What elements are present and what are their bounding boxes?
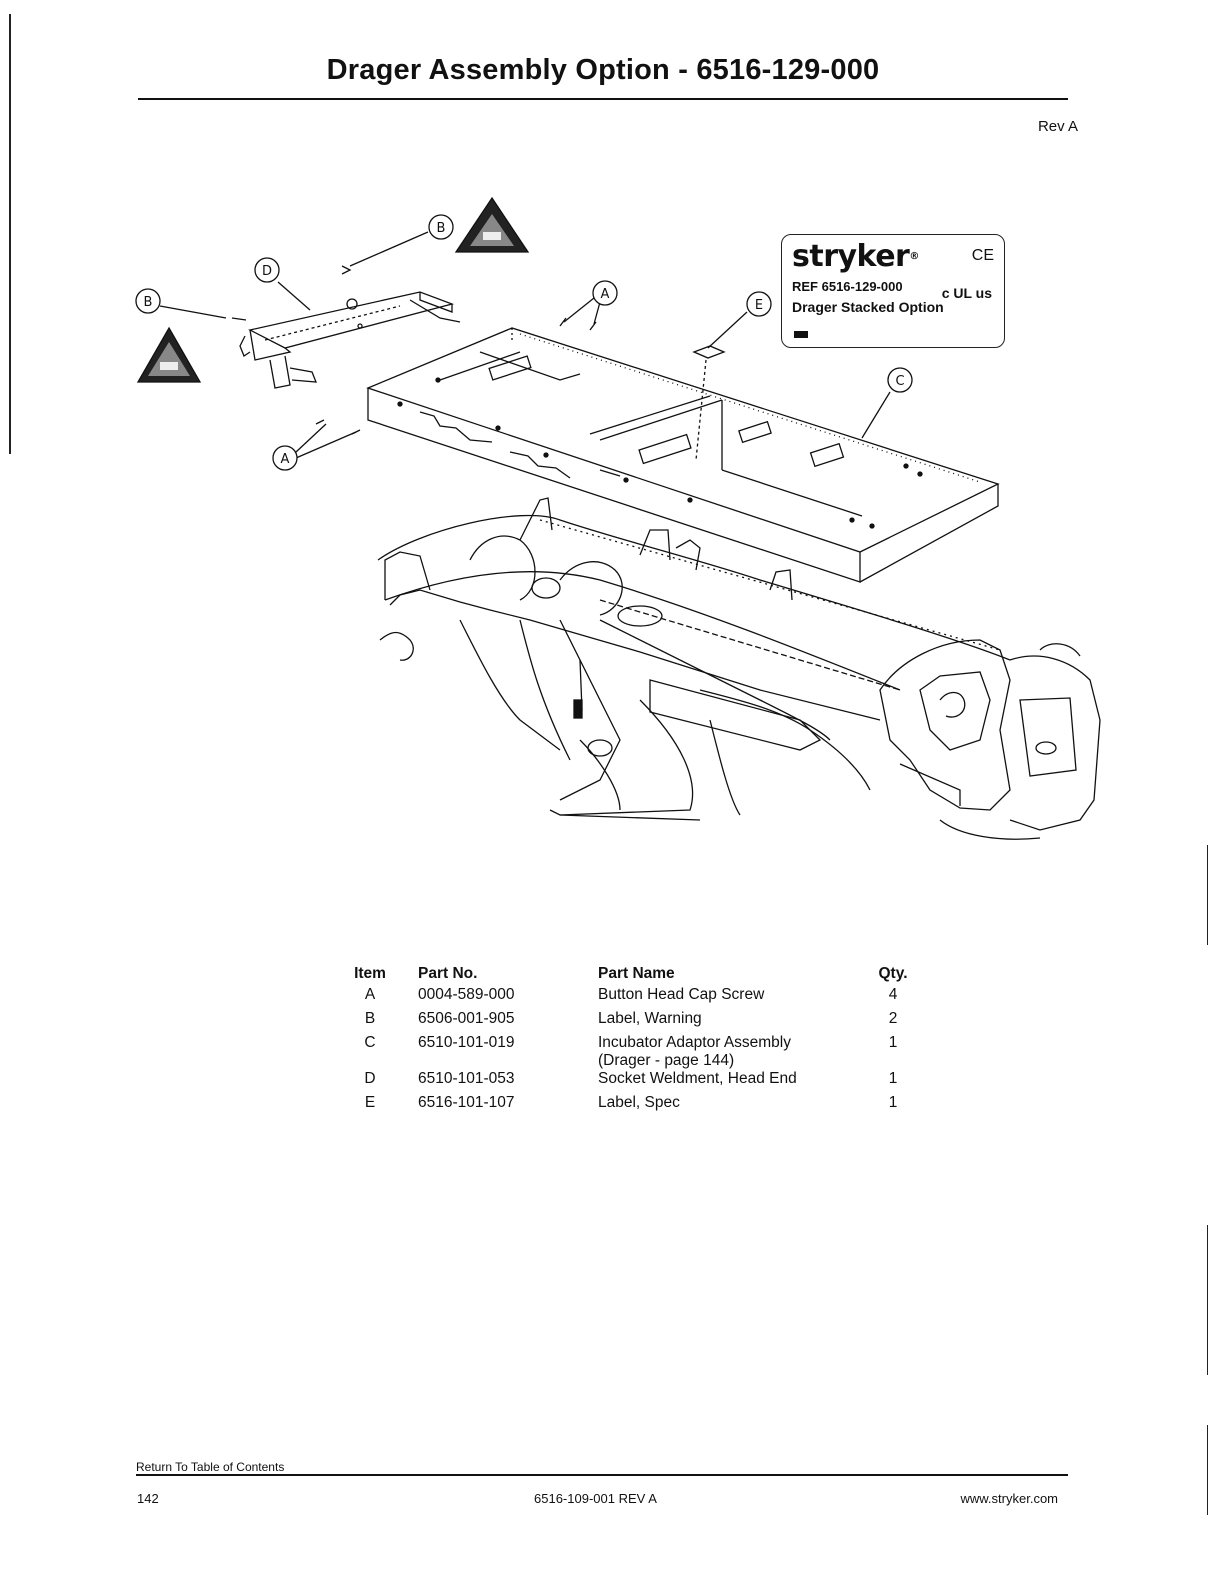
- incubator-adaptor-plate: [366, 327, 1000, 583]
- scan-margin-line: [9, 14, 11, 454]
- spec-label-part: [692, 345, 726, 359]
- row-part-name-line2: (Drager - page 144): [598, 1052, 735, 1069]
- parts-table-header: Item Part No. Part Name Qty.: [322, 962, 908, 986]
- title-rule: [138, 98, 1068, 100]
- parts-table: Item Part No. Part Name Qty. A 0004-589-…: [322, 962, 908, 1118]
- scan-edge-mark: [1207, 845, 1208, 945]
- svg-text:B: B: [437, 221, 446, 236]
- row-part-name: Label, Warning: [598, 1010, 702, 1027]
- callout-e: E: [746, 291, 772, 317]
- svg-text:E: E: [755, 298, 763, 313]
- document-id: 6516-109-001 REV A: [534, 1491, 657, 1506]
- spec-label-detail: stryker® CE REF 6516-129-000 c UL us Dra…: [781, 234, 1005, 348]
- svg-text:A: A: [601, 287, 610, 302]
- footer-rule: [136, 1474, 1068, 1476]
- table-row: E 6516-101-107 Label, Spec 1: [322, 1094, 908, 1118]
- row-part-name: Incubator Adaptor Assembly (Drager - pag…: [598, 1034, 878, 1070]
- svg-text:C: C: [895, 374, 904, 389]
- row-qty: 1: [888, 1094, 898, 1111]
- svg-text:D: D: [262, 264, 272, 279]
- row-item: B: [364, 1010, 376, 1027]
- callout-b-left: B: [135, 288, 161, 314]
- socket-weldment-head-end: [239, 291, 461, 389]
- warning-triangle-icon: [454, 196, 530, 253]
- warning-triangle-icon: [136, 326, 202, 383]
- website-url: www.stryker.com: [960, 1491, 1058, 1506]
- row-part-no: 6506-001-905: [418, 1010, 515, 1027]
- row-part-name-line1: Incubator Adaptor Assembly: [598, 1034, 792, 1051]
- callout-d: D: [254, 257, 280, 283]
- callout-a-top: A: [592, 280, 618, 306]
- row-item: D: [364, 1070, 376, 1087]
- revision-label: Rev A: [1037, 118, 1078, 135]
- ce-mark: CE: [971, 247, 994, 264]
- row-part-no: 6516-101-107: [418, 1094, 515, 1111]
- svg-text:A: A: [281, 452, 290, 467]
- table-row: C 6510-101-019 Incubator Adaptor Assembl…: [322, 1034, 908, 1070]
- header-qty: Qty.: [878, 965, 908, 982]
- row-qty: 2: [888, 1010, 898, 1027]
- row-part-no: 0004-589-000: [418, 986, 515, 1003]
- header-item: Item: [354, 965, 386, 982]
- callout-c: C: [887, 367, 913, 393]
- row-part-name: Socket Weldment, Head End: [598, 1070, 797, 1087]
- spec-label-name: Drager Stacked Option: [792, 299, 944, 315]
- exploded-assembly-diagram: B D B A E C A: [135, 196, 1101, 840]
- manufacturer-icon: [794, 331, 808, 338]
- svg-text:B: B: [144, 295, 153, 310]
- header-part-name: Part Name: [598, 965, 675, 982]
- row-part-no: 6510-101-053: [418, 1070, 515, 1087]
- row-item: E: [364, 1094, 376, 1111]
- page-title: Drager Assembly Option - 6516-129-000: [326, 54, 880, 86]
- table-row: B 6506-001-905 Label, Warning 2: [322, 1010, 908, 1034]
- spec-label-ref: REF 6516-129-000: [792, 279, 903, 294]
- table-row: A 0004-589-000 Button Head Cap Screw 4: [322, 986, 908, 1010]
- page-number: 142: [137, 1491, 159, 1506]
- header-part-no: Part No.: [418, 965, 478, 982]
- row-item: A: [364, 986, 376, 1003]
- row-qty: 4: [888, 986, 898, 1003]
- row-qty: 1: [888, 1034, 898, 1051]
- table-row: D 6510-101-053 Socket Weldment, Head End…: [322, 1070, 908, 1094]
- scan-edge-mark: [1207, 1425, 1208, 1515]
- return-to-toc-link[interactable]: Return To Table of Contents: [136, 1460, 285, 1474]
- leader-lines: [159, 231, 891, 461]
- row-part-name: Label, Spec: [598, 1094, 680, 1111]
- row-part-no: 6510-101-019: [418, 1034, 515, 1051]
- row-part-name: Button Head Cap Screw: [598, 986, 765, 1003]
- row-qty: 1: [888, 1070, 898, 1087]
- stryker-logo: stryker®: [792, 239, 919, 274]
- scan-edge-mark: [1207, 1225, 1208, 1375]
- ul-mark: c UL us: [941, 285, 992, 301]
- bed-base-frame: [377, 497, 1101, 840]
- callout-b-top: B: [428, 214, 454, 240]
- row-item: C: [364, 1034, 376, 1051]
- callout-a-bottom: A: [272, 445, 298, 471]
